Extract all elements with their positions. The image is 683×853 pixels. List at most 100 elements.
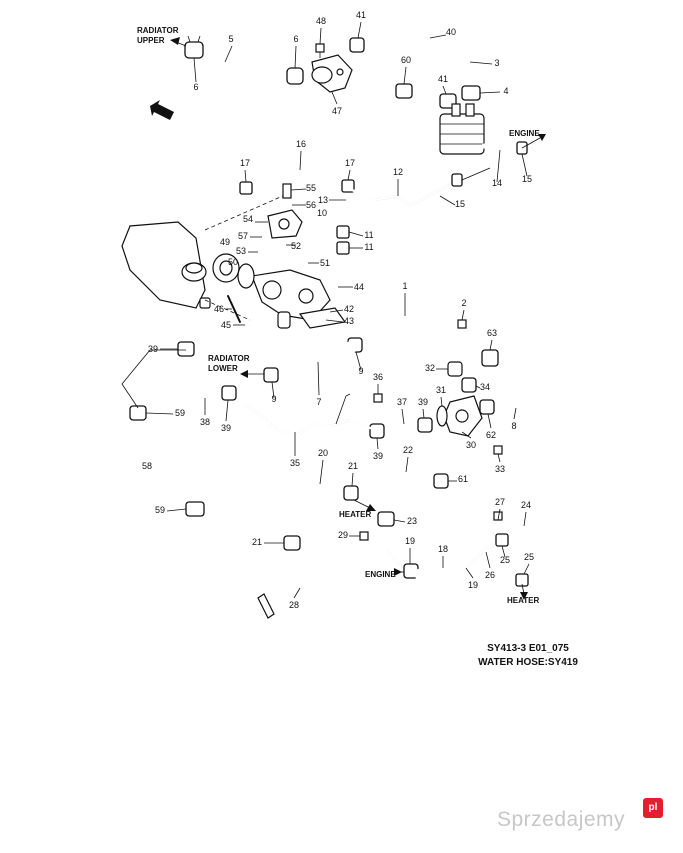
hose-60 — [407, 60, 437, 93]
clamp-17-left — [239, 181, 253, 195]
watermark-text: Sprzedajemy — [497, 808, 626, 831]
hose-40 — [366, 18, 446, 86]
oil-cooler — [439, 103, 485, 155]
clamp-25-a — [495, 533, 509, 547]
part-number: 59 — [175, 408, 185, 418]
part-number: 49 — [220, 237, 230, 247]
part-number: 59 — [155, 505, 165, 515]
gasket-42 — [298, 307, 347, 329]
part-number: 58 — [142, 461, 152, 471]
part-number: 17 — [345, 158, 355, 168]
part-number: 41 — [356, 10, 366, 20]
clamp-39-b — [417, 417, 433, 433]
clamp-11-b — [336, 241, 350, 255]
part-number: 2 — [461, 298, 466, 308]
arrow-engine-bottom — [394, 568, 404, 576]
arrow-radiator-lower — [240, 370, 264, 378]
arrow-heater-bottom — [520, 583, 528, 600]
part-number: 10 — [317, 208, 327, 218]
clamp-21-b — [283, 535, 301, 551]
hose-8 — [498, 371, 544, 409]
part-number: 45 — [221, 320, 231, 330]
part-number: 55 — [306, 183, 316, 193]
label-radiator-upper-line1: RADIATOR — [137, 26, 179, 35]
part-number: 25 — [524, 552, 534, 562]
part-number: 11 — [364, 242, 373, 252]
arrow-engine-top — [521, 134, 546, 149]
arrow-heater-mid — [353, 499, 376, 511]
part-number: 32 — [425, 363, 435, 373]
part-number: 46 — [214, 304, 224, 314]
gasket-50 — [237, 263, 255, 289]
part-number: 25 — [500, 555, 510, 565]
clamp-62 — [479, 399, 495, 415]
arrow-radiator-upper — [170, 37, 187, 47]
part-number: 44 — [354, 282, 364, 292]
bolt-54-assembly — [267, 209, 303, 239]
bolt-2 — [457, 319, 467, 329]
clamp-9-left — [263, 367, 279, 383]
part-number: 22 — [403, 445, 413, 455]
part-number: 54 — [243, 214, 253, 224]
part-number: 47 — [332, 106, 342, 116]
sensor-55 — [282, 183, 292, 199]
part-number: 12 — [393, 167, 403, 177]
part-number: 29 — [338, 530, 348, 540]
label-engine-bottom: ENGINE — [365, 570, 396, 579]
part-number: 9 — [271, 394, 276, 404]
hose-37 — [388, 418, 424, 434]
hose-5-radiator-upper — [198, 51, 297, 115]
thermostat-housing-47 — [311, 54, 353, 93]
part-number: 56 — [306, 200, 316, 210]
watermark-badge: pl — [643, 798, 663, 818]
cap-32 — [447, 361, 463, 377]
part-number: 11 — [364, 230, 373, 240]
pipe-12 — [350, 178, 460, 208]
clamp-59-lower — [185, 501, 205, 517]
part-number: 39 — [148, 344, 158, 354]
clamp-6-left — [184, 35, 204, 59]
label-radiator-upper-line2: UPPER — [137, 36, 165, 45]
label-radiator-lower-line1: RADIATOR — [208, 354, 250, 363]
part-number: 39 — [373, 451, 383, 461]
part-number: 34 — [480, 382, 490, 392]
part-number: 63 — [487, 328, 497, 338]
bolt-33 — [493, 445, 503, 455]
part-number: 24 — [521, 500, 531, 510]
part-number: 1 — [402, 281, 407, 291]
label-radiator-lower-line2: LOWER — [208, 364, 238, 373]
part-number: 27 — [495, 497, 505, 507]
hose-7 — [283, 341, 357, 379]
part-number: 60 — [401, 55, 411, 65]
part-number: 42 — [344, 304, 354, 314]
bolt-46 — [227, 295, 241, 323]
hose-24 — [498, 524, 538, 584]
label-engine-top: ENGINE — [509, 129, 540, 138]
part-number: 21 — [252, 537, 262, 547]
part-number: 26 — [485, 570, 495, 580]
hose-58 — [143, 417, 197, 505]
part-number: 39 — [221, 423, 231, 433]
part-number: 13 — [318, 195, 328, 205]
part-number: 36 — [373, 372, 383, 382]
part-number: 15 — [522, 174, 532, 184]
caption-code: SY413-3 E01_075 — [487, 643, 569, 654]
front-arrow-icon — [150, 100, 174, 120]
part-number: 14 — [492, 178, 502, 188]
thermostat-49 — [212, 253, 240, 283]
part-number: 38 — [200, 417, 210, 427]
part-number: 48 — [316, 16, 326, 26]
reservoir-tank — [121, 221, 211, 309]
clamp-41-top — [349, 37, 365, 53]
part-number: 21 — [348, 461, 358, 471]
clamp-39-d — [221, 385, 237, 401]
clamp-6-right — [286, 67, 304, 85]
clamp-15-mid — [451, 173, 463, 187]
bolt-29 — [359, 531, 369, 541]
diagram-caption: SY413-3 E01_075 WATER HOSE:SY419 — [448, 642, 608, 670]
part-number: 20 — [318, 448, 328, 458]
clamp-21-a — [343, 485, 359, 501]
part-number: 35 — [290, 458, 300, 468]
part-number: 51 — [320, 258, 330, 268]
thermostat-assembly — [251, 269, 331, 329]
